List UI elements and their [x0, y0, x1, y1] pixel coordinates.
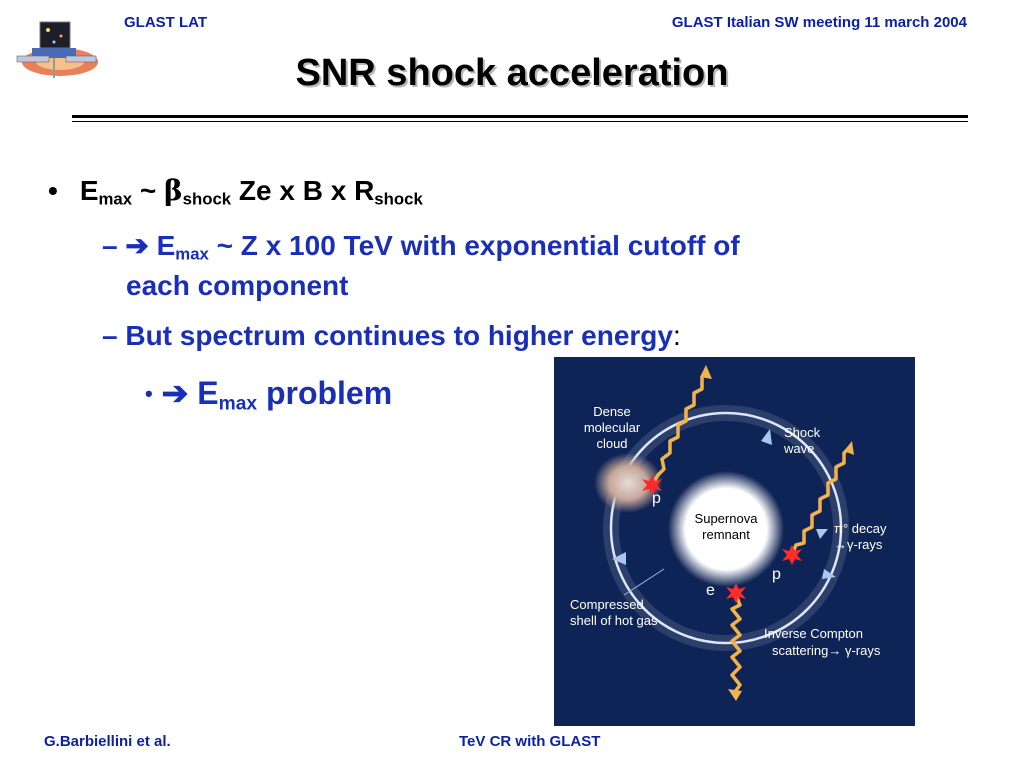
dash: –: [102, 320, 118, 351]
slide-title: SNR shock acceleration: [295, 52, 729, 94]
label-pi-decay-2: →γ-rays: [834, 537, 883, 552]
sub-bullet-spectrum: – But spectrum continues to higher energ…: [102, 320, 681, 352]
header-right: GLAST Italian SW meeting 11 march 2004: [671, 14, 967, 31]
label-remnant-2: remnant: [702, 527, 750, 542]
bullet-dot: •: [48, 175, 58, 206]
beta-sub: shock: [182, 189, 232, 209]
tilde: ~: [208, 230, 234, 261]
colon: :: [673, 320, 681, 351]
problem-text: problem: [257, 375, 393, 411]
label-remnant-1: Supernova: [695, 511, 759, 526]
label-dense-cloud-3: cloud: [596, 436, 627, 451]
glast-logo: [12, 18, 100, 84]
label-e: e: [706, 582, 715, 599]
label-dense-cloud-2: molecular: [584, 420, 641, 435]
snr-diagram: Dense molecular cloud Shock wave π° deca…: [554, 357, 915, 726]
bullet-emax-formula: •Emax ~ βshock Ze x B x Rshock: [48, 174, 423, 209]
label-p1: p: [652, 490, 661, 507]
label-shock-1: Shock: [784, 425, 821, 440]
sub-sub-bullet-problem: • ➔ Emax problem: [145, 374, 393, 415]
label-shock-2: wave: [783, 441, 814, 456]
label-pi-decay-1: π° decay: [834, 521, 887, 536]
footer-left: G.Barbiellini et al.: [44, 733, 171, 750]
formula-middle: Ze x B x R: [231, 175, 375, 206]
dash: –: [102, 230, 118, 261]
sub-bullet-continuation: each component: [126, 270, 349, 301]
header-left: GLAST LAT: [124, 14, 208, 31]
label-compressed-2: shell of hot gas: [570, 613, 658, 628]
emax-sub: max: [98, 189, 133, 209]
sub-bullet-text: But spectrum continues to higher energy: [125, 320, 673, 351]
title-rule: [72, 115, 968, 118]
sub-bullet-text: Z x 100 TeV with exponential cutoff of: [233, 230, 740, 261]
sub-bullet-emax-value: – ➔ Emax ~ Z x 100 TeV with exponential …: [102, 226, 740, 306]
bullet-dot: •: [145, 381, 153, 406]
label-dense-cloud-1: Dense: [593, 404, 631, 419]
label-ic-1: Inverse Compton: [764, 626, 863, 641]
arrow-right-icon: ➔: [125, 230, 149, 261]
emax-e: E: [148, 230, 176, 261]
emax-e: E: [188, 375, 219, 411]
r-sub: shock: [374, 189, 423, 209]
emax-sub: max: [175, 244, 209, 264]
tilde: ~: [132, 175, 165, 206]
title-rule-thin: [72, 121, 968, 122]
label-compressed-1: Compressed: [570, 597, 644, 612]
label-p2: p: [772, 566, 781, 583]
label-ic-2: scattering→ γ-rays: [772, 643, 881, 658]
footer-center: TeV CR with GLAST: [459, 733, 601, 750]
emax-e: E: [79, 175, 99, 206]
beta-symbol: β: [164, 174, 183, 207]
emax-sub: max: [218, 393, 258, 415]
arrow-right-icon: ➔: [161, 375, 189, 411]
